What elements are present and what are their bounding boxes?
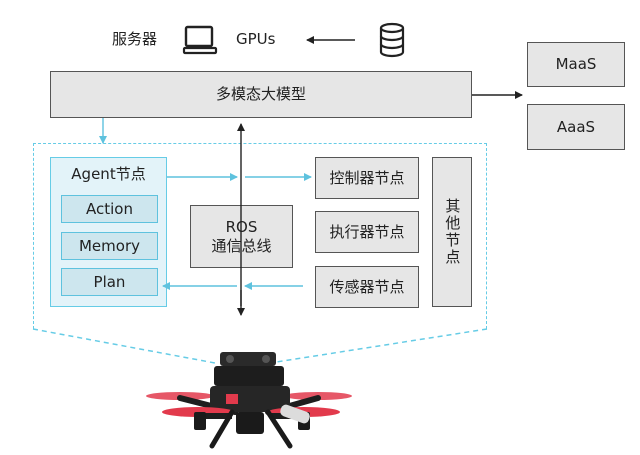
- agent-node-title: Agent节点: [71, 165, 146, 183]
- computer-monitor-icon: [182, 24, 218, 58]
- controller-node-box: 控制器节点: [315, 157, 419, 199]
- maas-box: MaaS: [527, 42, 625, 87]
- funnel-right-edge: [269, 328, 488, 364]
- drone-icon: [146, 352, 352, 449]
- sensor-node-box: 传感器节点: [315, 266, 419, 308]
- server-label: 服务器: [112, 30, 158, 48]
- funnel-left-edge: [32, 328, 216, 364]
- multimodal-model-box: 多模态大模型: [50, 71, 472, 118]
- executor-node-box: 执行器节点: [315, 211, 419, 253]
- gpus-label: GPUs: [236, 30, 276, 48]
- agent-item-plan: Plan: [61, 268, 158, 296]
- agent-item-action: Action: [61, 195, 158, 223]
- database-icon: [377, 22, 407, 58]
- aaas-box: AaaS: [527, 104, 625, 150]
- agent-item-memory: Memory: [61, 232, 158, 260]
- other-node-box: 其他节点: [432, 157, 472, 307]
- other-node-label: 其他节点: [443, 198, 462, 266]
- system-boundary: [33, 143, 487, 329]
